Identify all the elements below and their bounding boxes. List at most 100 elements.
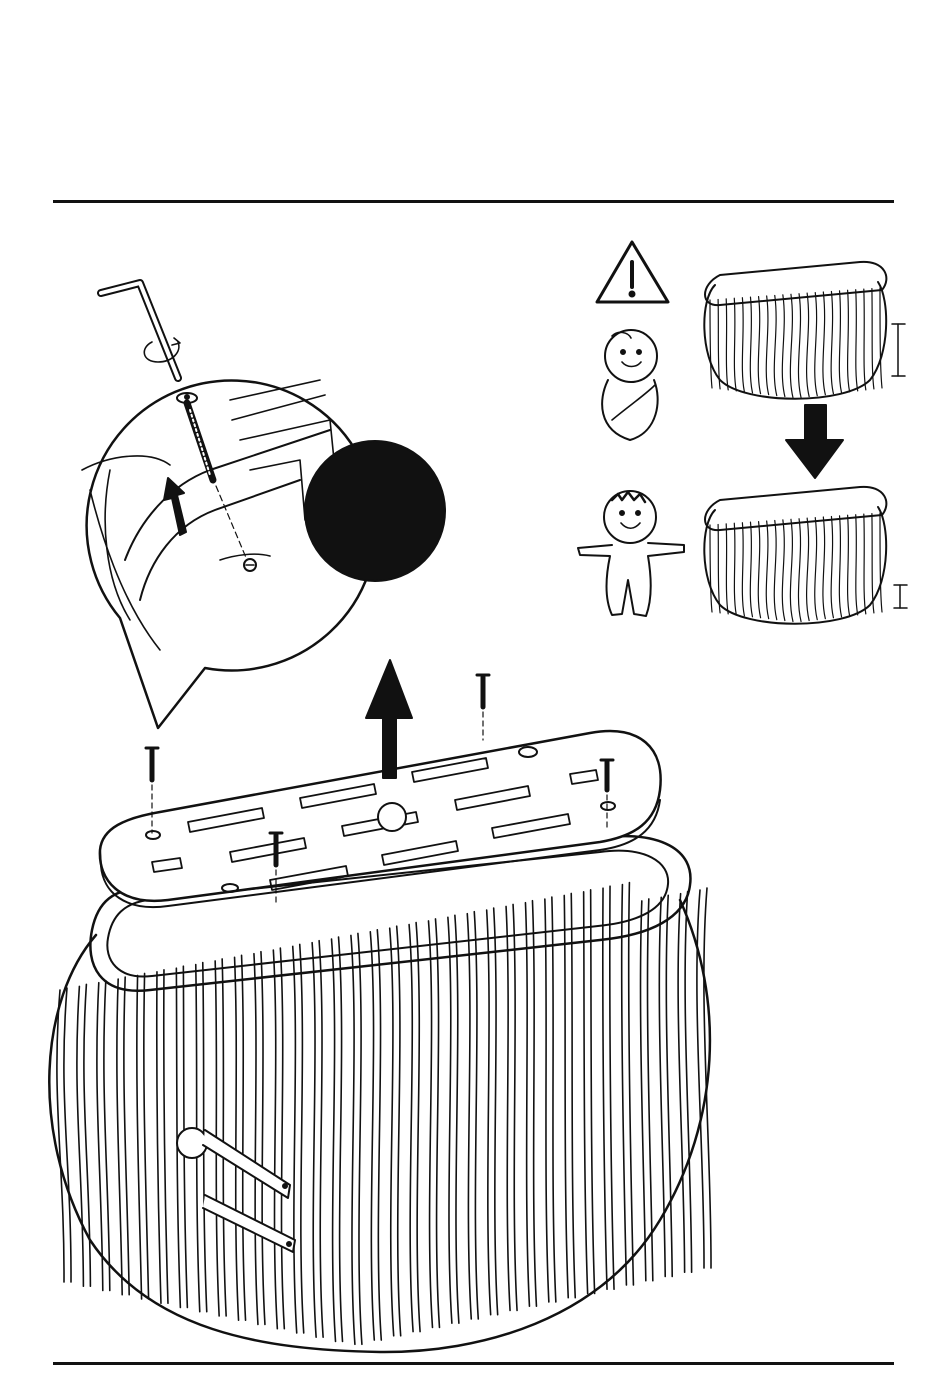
mini-slat xyxy=(823,517,825,619)
mini-slat xyxy=(848,515,850,616)
slat-edge xyxy=(319,941,323,1337)
mini-slat xyxy=(807,293,810,396)
lift-up-arrow xyxy=(366,660,412,778)
slat-edge xyxy=(84,984,91,1286)
slat xyxy=(117,979,122,1295)
slat xyxy=(506,906,510,1310)
slat-edge xyxy=(571,893,575,1297)
mini-slat xyxy=(718,299,720,389)
mini-slat xyxy=(734,523,736,615)
mini-slat xyxy=(823,292,825,395)
slat-edge xyxy=(610,886,614,1289)
slat xyxy=(448,917,452,1323)
slat-edge xyxy=(261,952,265,1325)
slat-edge xyxy=(104,981,110,1291)
slat-edge xyxy=(629,883,634,1285)
mini-slat xyxy=(798,294,801,398)
mini-slat xyxy=(880,288,882,388)
mini-slat xyxy=(815,293,817,396)
slat-edge xyxy=(300,944,304,1333)
slat-edge xyxy=(280,948,284,1329)
mini-slat xyxy=(856,290,858,391)
mini-slat xyxy=(726,524,728,614)
slat-edge xyxy=(124,977,129,1295)
slat xyxy=(564,895,568,1297)
standing-baby-icon xyxy=(578,491,684,616)
mini-slat xyxy=(734,298,736,391)
slat xyxy=(390,928,394,1336)
mini-slat xyxy=(864,514,866,614)
slat-edge xyxy=(494,908,498,1315)
base-board xyxy=(100,731,661,907)
mini-slat xyxy=(758,522,760,618)
board-knob xyxy=(378,803,406,831)
slat-edge xyxy=(666,895,672,1276)
slat xyxy=(622,885,627,1285)
slat xyxy=(77,986,84,1286)
slat-edge xyxy=(339,937,343,1341)
slat xyxy=(545,899,549,1302)
slat-edge xyxy=(397,926,401,1336)
slat xyxy=(273,950,277,1329)
slat xyxy=(137,975,142,1299)
slat xyxy=(332,939,336,1341)
mini-slat xyxy=(782,520,785,621)
slat xyxy=(235,957,239,1320)
slat-edge xyxy=(358,933,362,1344)
slat-edge xyxy=(685,892,692,1273)
slat xyxy=(640,901,645,1281)
slat-edge xyxy=(144,973,149,1299)
slat xyxy=(157,972,161,1303)
slat xyxy=(312,943,316,1337)
mini-slat xyxy=(718,524,720,613)
slat-edge xyxy=(474,912,478,1319)
screw xyxy=(477,675,489,740)
mini-slat xyxy=(848,290,850,392)
mini-slat xyxy=(839,516,841,617)
hex-key-icon xyxy=(101,283,180,378)
basket-slats xyxy=(57,883,711,1345)
mini-slat xyxy=(766,521,768,619)
slat-edge xyxy=(513,904,517,1310)
slat xyxy=(678,894,685,1273)
mini-slat xyxy=(742,298,744,392)
mini-slat xyxy=(750,297,752,393)
slat xyxy=(467,914,471,1319)
slat xyxy=(370,932,374,1340)
black-disc xyxy=(305,441,445,581)
mini-slat xyxy=(710,300,712,388)
slat-edge xyxy=(647,899,652,1281)
slat-edge xyxy=(416,923,420,1332)
slat xyxy=(487,910,491,1315)
lower-base-arrow xyxy=(786,405,843,478)
mini-slat xyxy=(782,295,785,397)
slat-edge xyxy=(532,901,536,1306)
slat-edge xyxy=(64,988,71,1282)
mini-slat xyxy=(750,522,752,617)
mini-slat xyxy=(880,513,882,612)
slat xyxy=(428,921,432,1327)
slat-edge xyxy=(552,897,556,1302)
mini-slat xyxy=(774,520,776,619)
slat xyxy=(525,903,529,1306)
slat xyxy=(603,888,607,1289)
slat xyxy=(351,935,355,1344)
warning-triangle-icon xyxy=(597,242,668,302)
basket-low-base xyxy=(704,487,907,624)
mini-slat xyxy=(742,523,744,616)
mini-slat xyxy=(790,294,793,397)
mini-slat xyxy=(807,518,810,620)
mini-slat xyxy=(758,297,760,394)
mini-slat xyxy=(856,515,858,615)
slat-edge xyxy=(222,959,226,1316)
mini-slat xyxy=(766,296,768,395)
slat xyxy=(254,954,258,1325)
mini-slat xyxy=(726,299,728,390)
slat xyxy=(293,946,297,1333)
slat xyxy=(97,983,103,1291)
slat-edge xyxy=(242,955,246,1320)
slat-edge xyxy=(377,930,381,1340)
slat-edge xyxy=(591,890,595,1294)
slat-edge xyxy=(435,919,439,1327)
